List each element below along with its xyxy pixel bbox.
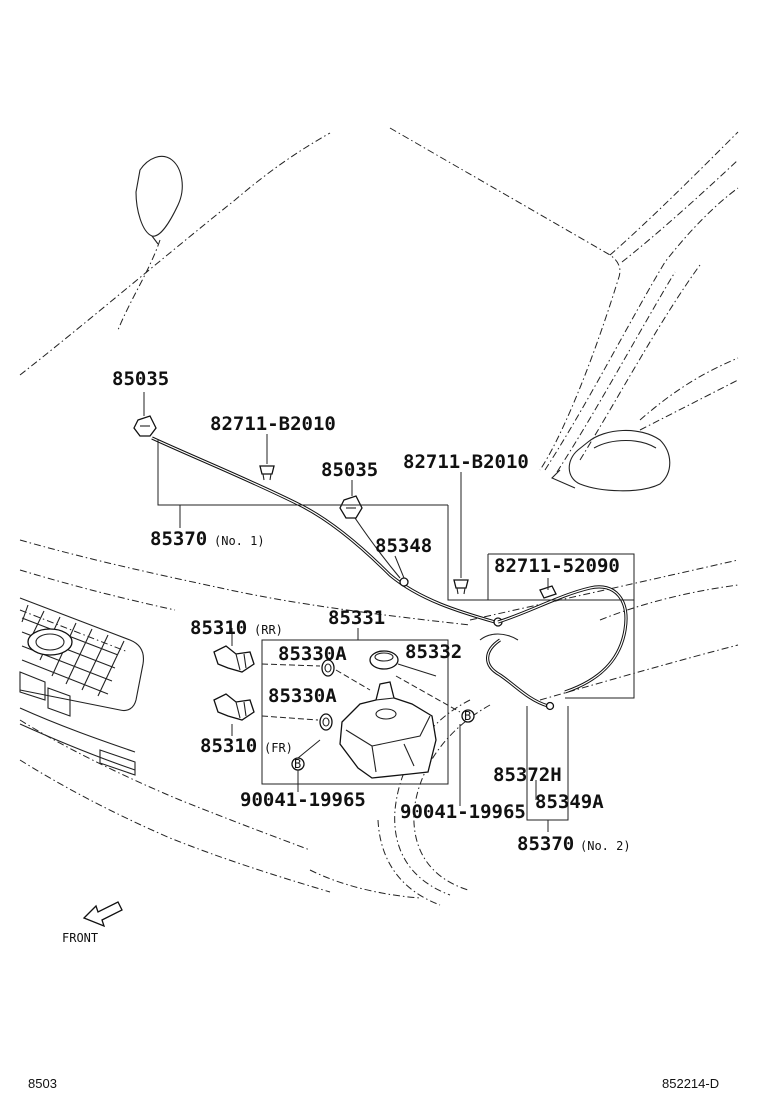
label-85332: 85332 bbox=[405, 641, 462, 663]
label-82711-b2010-b: 82711-B2010 bbox=[403, 451, 529, 473]
label-85330a-bottom: 85330A bbox=[268, 685, 337, 707]
tank-cap-85332 bbox=[369, 650, 399, 670]
label-85310-rr: 85310 bbox=[190, 617, 247, 639]
clip-82711-b2010-a bbox=[259, 465, 275, 481]
nozzle-85035-top bbox=[133, 415, 157, 437]
front-arrow-icon bbox=[82, 901, 123, 928]
label-85035-mid: 85035 bbox=[321, 459, 378, 481]
bolt-marker-b-right: B bbox=[464, 709, 471, 723]
bolt-marker-b-left: B bbox=[294, 757, 301, 771]
label-85372h: 85372H bbox=[493, 764, 562, 786]
label-85370-no2-suffix: (No. 2) bbox=[580, 839, 631, 853]
label-85331: 85331 bbox=[328, 607, 385, 629]
label-85035-top: 85035 bbox=[112, 368, 169, 390]
label-82711-52090: 82711-52090 bbox=[494, 555, 620, 577]
label-90041-left: 90041-19965 bbox=[240, 789, 366, 811]
label-85310-fr-suffix: (FR) bbox=[264, 741, 293, 755]
label-82711-b2010-a: 82711-B2010 bbox=[210, 413, 336, 435]
part-labels: 85035 82711-B2010 85035 82711-B2010 8537… bbox=[62, 368, 631, 945]
hose-no1 bbox=[151, 436, 503, 627]
front-label: FRONT bbox=[62, 931, 98, 945]
washer-tank-85331 bbox=[339, 681, 437, 779]
label-85330a-top: 85330A bbox=[278, 643, 347, 665]
leader-lines bbox=[143, 392, 635, 832]
label-85310-rr-suffix: (RR) bbox=[254, 623, 283, 637]
washer-motor-85310-fr bbox=[213, 693, 255, 721]
label-85370-no1: 85370 bbox=[150, 528, 207, 550]
clip-82711-b2010-b bbox=[453, 579, 469, 595]
footer-right-code: 852214-D bbox=[662, 1076, 719, 1091]
washer-motor-85310-rr bbox=[213, 645, 255, 673]
bolt-90041-right bbox=[461, 709, 475, 723]
grille-outline bbox=[19, 597, 144, 776]
label-85370-no1-suffix: (No. 1) bbox=[214, 534, 265, 548]
label-85349a: 85349A bbox=[535, 791, 604, 813]
label-85370-no2: 85370 bbox=[517, 833, 574, 855]
label-85310-fr: 85310 bbox=[200, 735, 257, 757]
label-85348: 85348 bbox=[375, 535, 432, 557]
footer-left-code: 8503 bbox=[28, 1076, 57, 1091]
vehicle-outline bbox=[19, 127, 739, 906]
hose-no2 bbox=[479, 585, 628, 711]
label-90041-right: 90041-19965 bbox=[400, 801, 526, 823]
nozzle-85035-mid bbox=[339, 495, 363, 519]
grommet-85330a-bottom bbox=[319, 713, 333, 731]
grommet-85330a-top bbox=[321, 659, 335, 677]
